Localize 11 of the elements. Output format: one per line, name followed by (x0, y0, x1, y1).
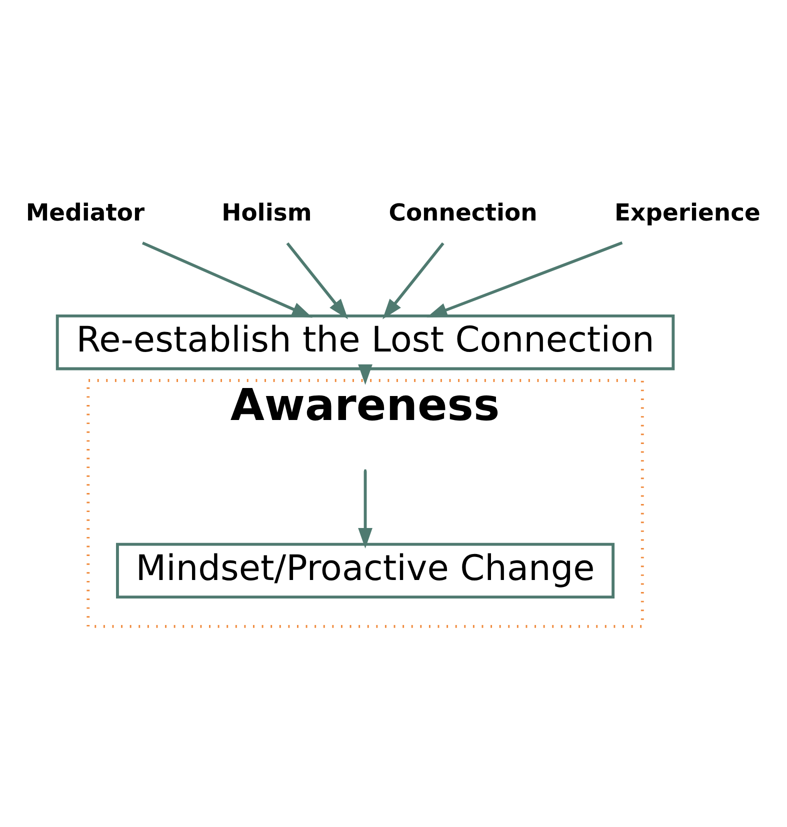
arrow (358, 364, 372, 384)
node-text: Experience (614, 198, 760, 226)
node-text: Connection (388, 198, 538, 226)
node-text: Mediator (26, 198, 145, 226)
node-box: Mindset/Proactive Change (116, 542, 615, 598)
arrow (358, 470, 372, 548)
arrow (382, 242, 444, 319)
arrow (426, 240, 623, 317)
arrow (286, 242, 348, 319)
node-text: Holism (222, 198, 312, 226)
arrow (142, 241, 313, 318)
